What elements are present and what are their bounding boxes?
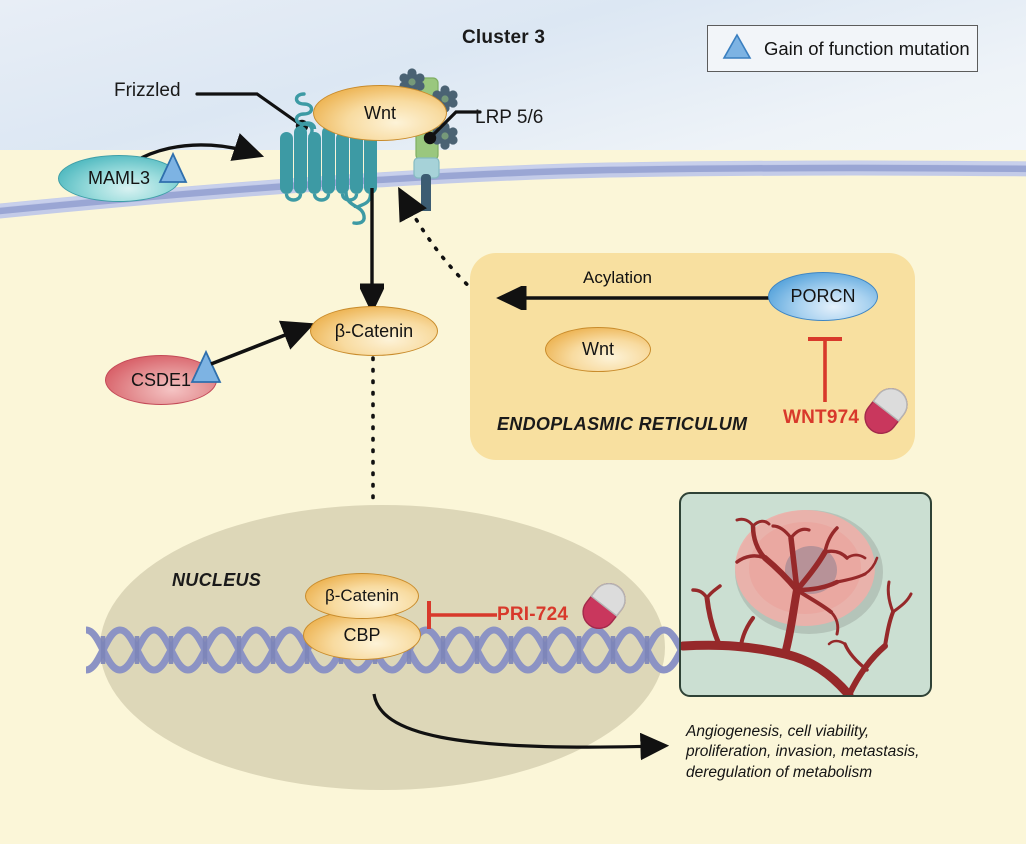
acylation-label: Acylation [583, 268, 652, 287]
tumor-angiogenesis-illustration [679, 492, 932, 697]
frizzled-receptor[interactable] [258, 88, 378, 208]
acylation-arrow [496, 286, 790, 310]
csde1-label: CSDE1 [130, 369, 192, 390]
beta-catenin-nucleus[interactable]: β-Catenin [305, 573, 419, 619]
legend-box: Gain of function mutation [707, 25, 978, 72]
outcome-line-1: Angiogenesis, cell viability, [686, 723, 870, 740]
pill-capsule-icon [864, 387, 908, 435]
porcn-label: PORCN [790, 286, 856, 306]
lrp56-leader-line [423, 110, 482, 145]
wnt974-inhibition-bar [808, 337, 842, 402]
maml3-label: MAML3 [87, 168, 150, 188]
beta-catenin-cytoplasm[interactable]: β-Catenin [310, 306, 438, 356]
figure-bottom-border [0, 844, 1026, 858]
csde1-mutation-triangle-icon [190, 349, 222, 389]
wnt-label: Wnt [363, 102, 396, 123]
wnt-protein-membrane[interactable]: Wnt [313, 85, 447, 141]
gain-of-function-triangle-icon [722, 32, 752, 65]
wnt-er-label: Wnt [581, 339, 614, 359]
pri724-drug-label[interactable]: PRI-724 [497, 604, 569, 625]
porcn-protein[interactable]: PORCN [768, 272, 878, 321]
outcome-line-3: deregulation of metabolism [686, 763, 873, 781]
cbp-label: CBP [343, 624, 381, 645]
outcome-line-2: proliferation, invasion, metastasis, [686, 743, 920, 761]
legend-label: Gain of function mutation [764, 37, 970, 59]
frizzled-label: Frizzled [114, 80, 181, 101]
wnt-protein-er[interactable]: Wnt [545, 327, 651, 372]
wnt974-drug-label[interactable]: WNT974 [783, 407, 860, 428]
pri724-inhibition-bar [427, 601, 497, 629]
beta-catenin-nuclear-translocation-arrow [360, 356, 386, 569]
nucleus-to-outcomes-arrow [372, 693, 670, 761]
signal-transduction-arrow [360, 188, 384, 314]
maml3-protein[interactable]: MAML3 [58, 155, 180, 202]
lrp56-label: LRP 5/6 [475, 107, 544, 128]
er-label: ENDOPLASMIC RETICULUM [497, 414, 748, 434]
beta-catenin-nucleus-label: β-Catenin [324, 586, 400, 605]
nucleus-label: NUCLEUS [172, 570, 262, 590]
beta-catenin-cytoplasm-label: β-Catenin [334, 320, 414, 341]
pill-capsule-icon [582, 582, 626, 630]
csde1-to-beta-catenin-arrow [210, 320, 315, 366]
figure-title: Cluster 3 [462, 27, 546, 48]
pathway-outcomes-text: Angiogenesis, cell viability, proliferat… [686, 722, 986, 783]
maml3-mutation-triangle-icon [158, 151, 188, 189]
frizzled-c-terminal-tail [344, 190, 366, 225]
